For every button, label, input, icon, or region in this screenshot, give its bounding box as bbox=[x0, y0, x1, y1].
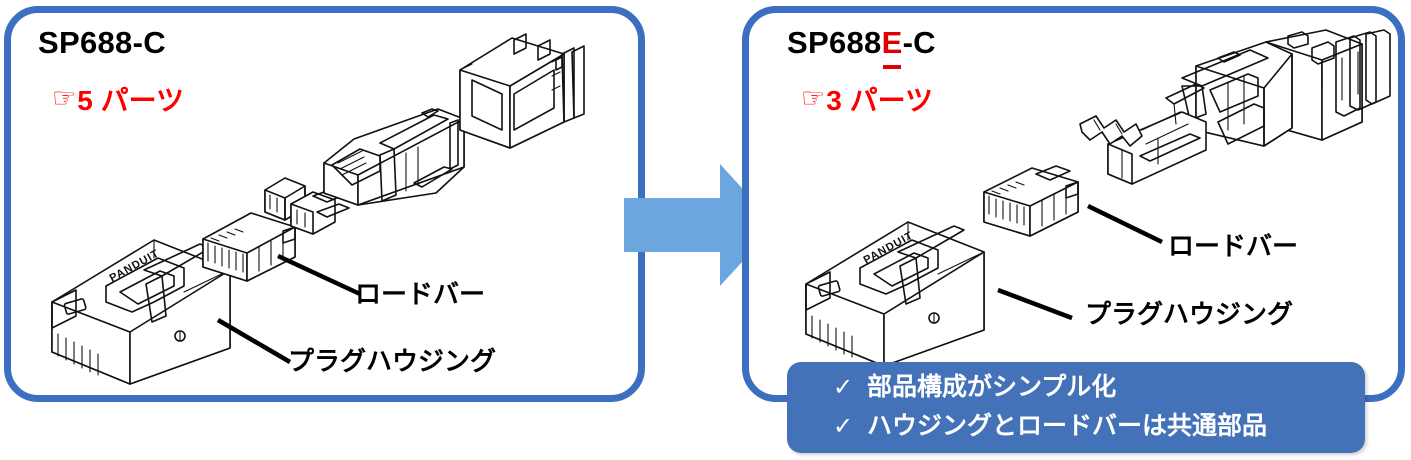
before-housing-leader bbox=[216, 318, 292, 364]
load-bar-svg bbox=[202, 212, 296, 282]
after-load-bar-leader bbox=[1087, 204, 1163, 245]
benefit-item-2-text: ハウジングとロードバーは共通部品 bbox=[867, 412, 1268, 440]
benefit-item-1-text: 部品構成がシンプル化 bbox=[867, 373, 1117, 401]
before-parts-count: ☞ 5 パーツ bbox=[52, 79, 184, 119]
after-load-bar-drawing bbox=[978, 162, 1088, 246]
before-small-clip-drawing bbox=[261, 168, 353, 242]
after-parts-count: ☞ 3 パーツ bbox=[801, 79, 933, 119]
after-load-bar-label: ロードバー bbox=[1168, 231, 1299, 261]
inner-body-svg bbox=[323, 108, 465, 206]
after-plug-housing-label: プラグハウジング bbox=[1085, 299, 1294, 329]
benefit-item-1: ✓ 部品構成がシンプル化 bbox=[787, 368, 1365, 407]
before-panel-title: SP688-C bbox=[38, 25, 166, 61]
plug-housing-svg: PANDUIT bbox=[51, 239, 231, 385]
transition-arrow bbox=[624, 164, 776, 286]
arrow-shape bbox=[624, 164, 776, 286]
after-title-highlight-e: E bbox=[881, 25, 903, 60]
after-title-suffix: -C bbox=[902, 25, 936, 60]
after-parts-count-text: 3 パーツ bbox=[826, 85, 934, 116]
before-plug-housing-label: プラグハウジング bbox=[288, 346, 497, 376]
benefits-callout: ✓ 部品構成がシンプル化 ✓ ハウジングとロードバーは共通部品 bbox=[787, 362, 1365, 453]
benefit-item-2: ✓ ハウジングとロードバーは共通部品 bbox=[787, 407, 1365, 446]
check-icon: ✓ bbox=[833, 374, 854, 401]
plug-housing-svg: PANDUIT bbox=[805, 221, 985, 367]
before-load-bar-drawing bbox=[199, 205, 304, 285]
after-title-prefix: SP688 bbox=[787, 25, 882, 60]
metal-shield-svg bbox=[1079, 29, 1391, 185]
before-load-bar-leader bbox=[277, 253, 361, 297]
before-load-bar-label: ロードバー bbox=[355, 279, 486, 309]
before-parts-count-text: 5 パーツ bbox=[77, 85, 185, 116]
after-housing-leader bbox=[997, 288, 1073, 321]
small-clip-svg bbox=[264, 177, 350, 235]
before-inner-body-drawing bbox=[318, 105, 478, 217]
pointing-hand-icon: ☞ bbox=[801, 82, 826, 113]
outer-shield-svg bbox=[459, 33, 585, 149]
after-plug-housing-drawing: PANDUIT bbox=[788, 180, 1048, 370]
before-outer-shield-drawing bbox=[452, 18, 592, 158]
load-bar-svg bbox=[983, 165, 1079, 237]
pointing-hand-icon: ☞ bbox=[52, 82, 77, 113]
after-metal-shield-drawing bbox=[1078, 28, 1408, 228]
before-title-text: SP688-C bbox=[38, 25, 166, 60]
check-icon: ✓ bbox=[833, 413, 854, 440]
before-plug-housing-drawing: PANDUIT bbox=[34, 198, 294, 388]
after-panel-title: SP688E-C bbox=[787, 25, 936, 61]
